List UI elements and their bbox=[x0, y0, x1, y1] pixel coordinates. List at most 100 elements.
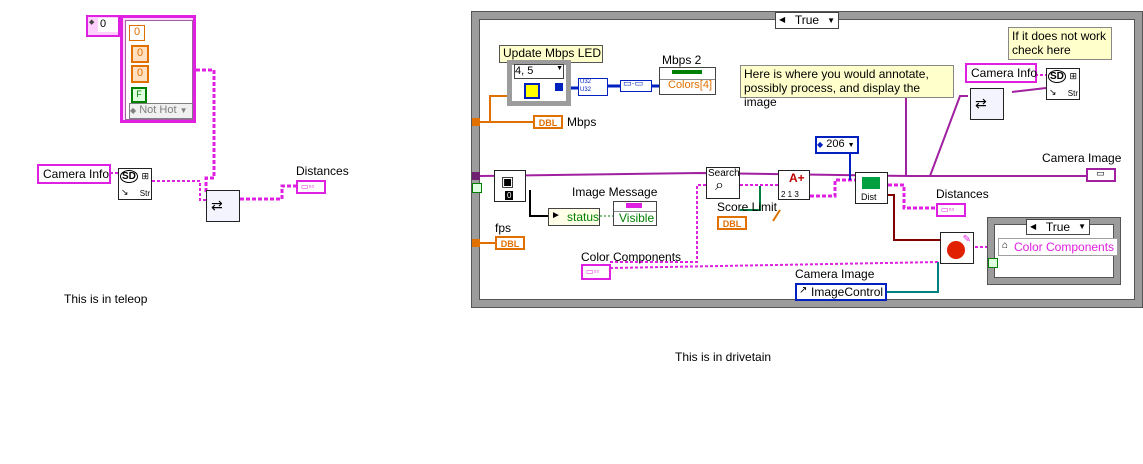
search-icon: ⌕ bbox=[715, 177, 724, 194]
grade-icon: A+ bbox=[789, 171, 805, 185]
distances-label-drivetrain: Distances bbox=[936, 187, 989, 201]
mbps2-property-node[interactable]: Colors[4] bbox=[659, 67, 716, 95]
distances-label: Distances bbox=[296, 164, 349, 178]
arrow-icon: ↘ bbox=[121, 187, 129, 197]
inner-case-value: True bbox=[1045, 220, 1071, 234]
bool-tunnel bbox=[472, 183, 482, 193]
const-inc-icon: ◆ bbox=[817, 140, 824, 149]
chevron-down-icon: ▼ bbox=[556, 65, 563, 72]
sd-label: SD bbox=[120, 170, 138, 183]
distances-indicator[interactable]: ▭▫▫ bbox=[296, 180, 326, 194]
mbps-indicator[interactable]: DBL bbox=[533, 115, 563, 129]
sd-write-node[interactable]: SD ⊞ Str ↘ bbox=[1046, 68, 1080, 100]
visible-label: Visible bbox=[619, 211, 655, 225]
array-index-control[interactable]: ◆ 0 bbox=[86, 15, 120, 37]
image-control-label: ImageControl bbox=[811, 285, 884, 299]
convert-icon: ▭·▭ bbox=[623, 78, 644, 88]
home-icon: ⌂ bbox=[1002, 240, 1009, 251]
score-icon: 2 1 3 bbox=[781, 190, 799, 199]
bundle-node-drivetrain[interactable]: ⇄ bbox=[970, 88, 1004, 120]
numeric-1[interactable]: 0 bbox=[131, 45, 149, 63]
visible-header-bar bbox=[626, 203, 642, 208]
sd-label: SD bbox=[1048, 70, 1066, 83]
enum-not-hot[interactable]: ◆ Not Hot ▼ bbox=[129, 103, 193, 119]
camera-image-label-bottom: Camera Image bbox=[795, 267, 875, 281]
arrow-icon: ► bbox=[551, 210, 561, 221]
color-components-property[interactable]: ⌂ Color Components bbox=[998, 238, 1118, 256]
blue-tunnel bbox=[555, 83, 563, 91]
mbps-input-tunnel bbox=[472, 118, 480, 126]
camera-info-drivetrain[interactable]: Camera Info bbox=[965, 63, 1037, 83]
bundle-by-name-node[interactable]: ⇄ bbox=[206, 190, 240, 222]
index-value: 0 bbox=[98, 18, 118, 32]
u32-label-1: U32 bbox=[580, 79, 592, 85]
cluster-inner: 0 0 0 F ◆ Not Hot ▼ bbox=[125, 20, 193, 120]
case-dec-icon: ◀ bbox=[1030, 222, 1037, 231]
camera-read-node[interactable]: ▣ 0 bbox=[494, 170, 526, 202]
image-control-ref[interactable]: ↗ ImageControl bbox=[795, 283, 887, 301]
camera-image-indicator-top[interactable]: ▭ bbox=[1086, 168, 1116, 182]
bundle-icon: ⇄ bbox=[211, 197, 223, 213]
zero-icon: 0 bbox=[505, 191, 514, 200]
status-unbundle[interactable]: status ► bbox=[548, 208, 600, 226]
pen-icon: ✎ bbox=[962, 234, 971, 245]
enum-value: Not Hot bbox=[139, 104, 177, 116]
update-mbps-led-frame: Update Mbps LED bbox=[499, 45, 603, 63]
led-index-selector[interactable]: 4, 5 ▼ bbox=[514, 64, 564, 79]
dist-bar-icon bbox=[862, 177, 880, 189]
grade-node[interactable]: A+ 2 1 3 bbox=[778, 170, 810, 200]
color-components-control[interactable]: ▭▫▫ bbox=[581, 264, 611, 280]
case-selector-value: True bbox=[794, 13, 820, 27]
cluster-array: 0 0 0 F ◆ Not Hot ▼ bbox=[120, 15, 196, 123]
camera-input-tunnel bbox=[472, 172, 480, 180]
camera-info-control[interactable]: Camera Info bbox=[37, 164, 111, 184]
camera-image-label-top: Camera Image bbox=[1042, 151, 1122, 165]
distances-indicator-drivetrain[interactable]: ▭▫▫ bbox=[936, 203, 966, 217]
visible-property-node[interactable]: Visible bbox=[613, 201, 657, 226]
constant-206[interactable]: ◆ 206 ▼ bbox=[815, 136, 859, 154]
constant-206-value: 206 bbox=[826, 138, 845, 150]
cluster-icon: ▭▫▫ bbox=[301, 182, 315, 191]
annotate-comment: Here is where you would annotate, possib… bbox=[740, 65, 954, 109]
cluster-icon: ▭▫▫ bbox=[586, 267, 600, 276]
score-limit-control[interactable]: DBL bbox=[717, 216, 747, 230]
index-increment-icon[interactable]: ◆ bbox=[89, 19, 95, 26]
dist-label: Dist bbox=[861, 192, 877, 202]
fps-indicator[interactable]: DBL bbox=[495, 236, 525, 250]
teleop-caption: This is in teleop bbox=[64, 292, 148, 306]
u32-build-array[interactable]: U32 U32 bbox=[578, 78, 608, 96]
numeric-0[interactable]: 0 bbox=[129, 25, 145, 41]
grid-icon: ⊞ bbox=[141, 171, 149, 181]
to-cluster-node[interactable]: ▭·▭ bbox=[620, 78, 652, 92]
led-constant-yellow bbox=[524, 83, 540, 99]
bundle-icon: ⇄ bbox=[975, 95, 987, 111]
case-dec-icon: ◀ bbox=[779, 15, 786, 24]
enum-inc-icon: ◆ bbox=[130, 106, 137, 115]
fps-label: fps bbox=[495, 221, 512, 235]
chevron-down-icon: ▼ bbox=[847, 142, 855, 149]
color-components-field: Color Components bbox=[1014, 240, 1115, 254]
chevron-down-icon: ▼ bbox=[1078, 222, 1086, 231]
numeric-2[interactable]: 0 bbox=[131, 65, 149, 83]
dist-node[interactable]: Dist bbox=[855, 172, 888, 204]
search-node[interactable]: Search ⌕ bbox=[706, 167, 740, 199]
cluster-icon: ▭▫▫ bbox=[941, 205, 955, 214]
image-icon: ▭ bbox=[1096, 168, 1105, 178]
inner-case-bool-tunnel bbox=[988, 258, 998, 268]
mbps2-bar bbox=[672, 70, 702, 74]
score-limit-label: Score Limit bbox=[717, 200, 778, 214]
drivetrain-caption: This is in drivetain bbox=[675, 350, 772, 364]
led-sequence-frame: 4, 5 ▼ bbox=[507, 60, 571, 106]
fps-input-tunnel bbox=[472, 239, 480, 247]
inner-case-selector[interactable]: ◀ True ▼ bbox=[1026, 219, 1090, 235]
check-here-comment: If it does not work check here bbox=[1008, 27, 1112, 60]
case-selector[interactable]: ◀ True ▼ bbox=[775, 12, 839, 29]
chevron-down-icon: ▼ bbox=[179, 106, 188, 115]
boolean-false[interactable]: F bbox=[131, 87, 147, 103]
color-threshold-node[interactable]: ✎ bbox=[940, 232, 974, 264]
mbps2-label: Mbps 2 bbox=[662, 53, 702, 67]
str-label: Str bbox=[139, 189, 150, 198]
led-index-value: 4, 5 bbox=[515, 65, 534, 77]
sd-read-node[interactable]: SD ⊞ Str ↘ bbox=[118, 168, 152, 200]
